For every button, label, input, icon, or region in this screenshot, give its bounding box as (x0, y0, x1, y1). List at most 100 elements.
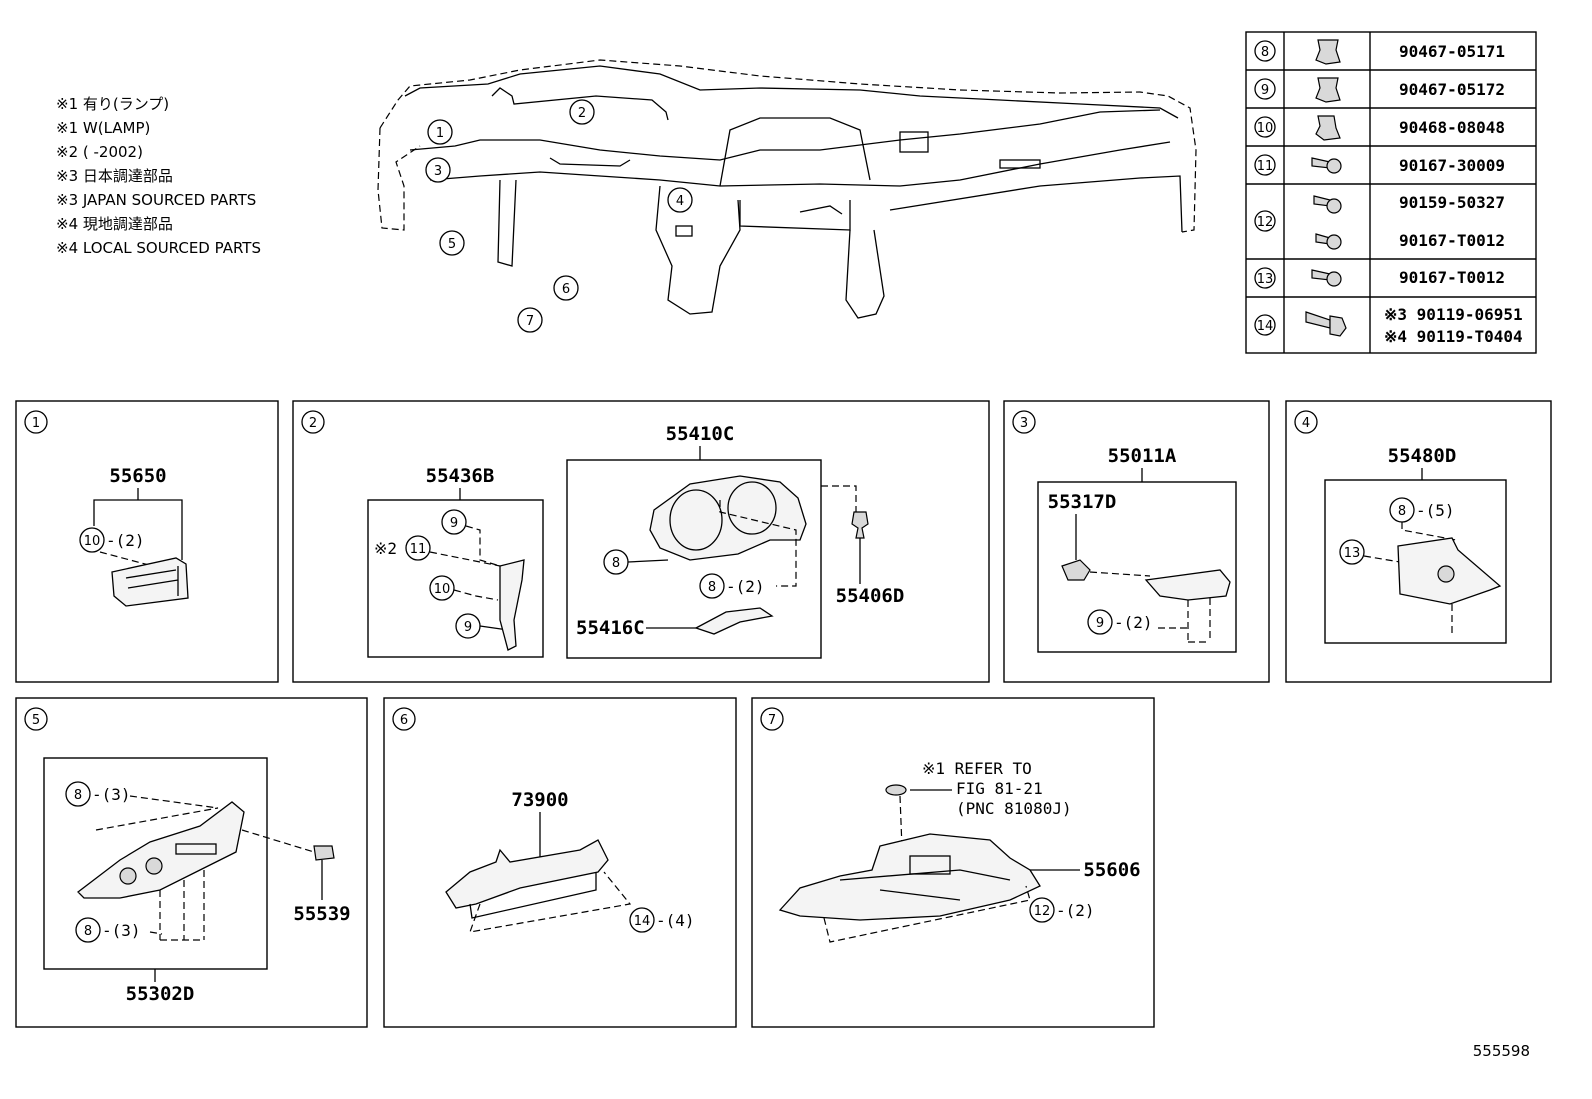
overview-callout-1[interactable]: 1 (427, 119, 453, 145)
part-number-55302D[interactable]: 55302D (126, 983, 195, 1005)
bolt-icon (1305, 311, 1347, 337)
side-vent-part[interactable] (111, 557, 189, 607)
under-cover-part[interactable] (778, 833, 1041, 921)
bracket-detail-2 (799, 205, 843, 215)
clip-55539[interactable] (313, 845, 335, 861)
table-part-number: 90468-08048 (1399, 118, 1505, 137)
callout-9[interactable]: 9 (464, 620, 472, 635)
frame-upper (409, 109, 1161, 161)
note-marker: ※2 (374, 539, 397, 558)
overview-callout-3[interactable]: 3 (425, 157, 451, 183)
part-number-55650[interactable]: 55650 (109, 465, 166, 487)
table-row[interactable]: 9 90467-05172 (1254, 77, 1505, 103)
left-leg (497, 179, 517, 267)
panel-1: 1 55650 10 -(2) (15, 400, 279, 683)
part-number-55317D[interactable]: 55317D (1048, 491, 1117, 513)
panel-number: 5 (32, 713, 40, 728)
svg-text:1: 1 (436, 126, 444, 141)
center-leg-right (845, 229, 885, 319)
callout-8[interactable]: 8 (612, 556, 620, 571)
clip-55317D[interactable] (1061, 559, 1091, 581)
overview-callout-4[interactable]: 4 (667, 187, 693, 213)
qty-label: -(4) (656, 911, 695, 930)
callout-8[interactable]: 8 (84, 924, 92, 939)
panel-number: 2 (309, 416, 317, 431)
qty-label: -(2) (1056, 901, 1095, 920)
lower-center-panel[interactable] (77, 801, 245, 899)
qty-label: -(2) (106, 531, 145, 550)
cluster-side-panel[interactable] (499, 559, 525, 651)
panel-3-border (1003, 400, 1270, 683)
callout-13[interactable]: 13 (1344, 546, 1361, 561)
overview-callout-6[interactable]: 6 (553, 275, 579, 301)
panel-number: 3 (1020, 416, 1028, 431)
screw-icon (1311, 157, 1342, 174)
bracket-detail-4 (675, 225, 693, 237)
qty-label: -(2) (1114, 613, 1153, 632)
qty-label: -(5) (1416, 501, 1455, 520)
svg-text:6: 6 (562, 282, 570, 297)
callout-10[interactable]: 10 (84, 534, 101, 549)
callout-12[interactable]: 12 (1034, 904, 1051, 919)
part-number-55606[interactable]: 55606 (1083, 859, 1140, 881)
instrument-cluster-finish-panel[interactable] (649, 475, 807, 561)
callout-11[interactable]: 11 (410, 542, 427, 557)
table-part-number: ※3 90119-06951 (1384, 305, 1523, 324)
part-number-55410C[interactable]: 55410C (666, 423, 735, 445)
clip-icon (1315, 39, 1341, 65)
clip-icon (1315, 77, 1341, 103)
svg-text:2: 2 (578, 106, 586, 121)
part-number-55480D[interactable]: 55480D (1388, 445, 1457, 467)
svg-text:7: 7 (526, 314, 534, 329)
callout-14[interactable]: 14 (634, 914, 651, 929)
cluster-hood (491, 87, 669, 121)
lamp-part[interactable] (885, 784, 907, 796)
note-3-en: ※3 JAPAN SOURCED PARTS (56, 191, 256, 209)
callout-9[interactable]: 9 (1096, 616, 1104, 631)
center-stack-frame (719, 117, 871, 187)
callout-10[interactable]: 10 (434, 582, 451, 597)
panel-4-border (1285, 400, 1552, 683)
table-row[interactable]: 13 90167-T0012 (1254, 267, 1505, 289)
table-row[interactable]: 12 90159-50327 90167-T0012 (1254, 193, 1505, 250)
overview-callout-2[interactable]: 2 (569, 99, 595, 125)
part-number-55406D[interactable]: 55406D (836, 585, 905, 607)
panel-5: 5 8 -(3) 8 -(3) 55539 55302D (15, 697, 368, 1028)
table-ref: 13 (1257, 272, 1274, 287)
table-ref: 14 (1257, 319, 1274, 334)
callout-9[interactable]: 9 (450, 516, 458, 531)
svg-text:4: 4 (676, 194, 684, 209)
panel-number: 6 (400, 713, 408, 728)
panel-7-border (751, 697, 1155, 1028)
overview-callout-7[interactable]: 7 (517, 307, 543, 333)
table-part-number: ※4 90119-T0404 (1384, 327, 1523, 346)
part-number-73900[interactable]: 73900 (511, 789, 568, 811)
table-row[interactable]: 8 90467-05171 (1254, 39, 1505, 65)
table-row[interactable]: 14 ※3 90119-06951 ※4 90119-T0404 (1254, 305, 1523, 346)
part-number-55416C[interactable]: 55416C (576, 617, 645, 639)
callout-8[interactable]: 8 (708, 580, 716, 595)
dash-outline-top (379, 59, 1197, 233)
panel-2: 2 55436B 9 ※2 11 10 9 55410C 8 (292, 400, 990, 683)
table-row[interactable]: 11 90167-30009 (1254, 154, 1505, 176)
note-4-en: ※4 LOCAL SOURCED PARTS (56, 239, 261, 257)
knee-bolster-part[interactable] (1144, 569, 1231, 601)
switch-base-part[interactable] (1397, 537, 1502, 605)
vent-slot (999, 159, 1041, 169)
part-number-55011A[interactable]: 55011A (1108, 445, 1177, 467)
qty-label: -(2) (726, 577, 765, 596)
part-number-55436B[interactable]: 55436B (426, 465, 495, 487)
part-number-55539[interactable]: 55539 (293, 903, 350, 925)
bolt-icon (1313, 195, 1342, 214)
dashboard-overview (377, 59, 1197, 319)
panel-1-border (15, 400, 279, 683)
clip-55406D[interactable] (851, 511, 869, 539)
cluster-lower-trim[interactable] (694, 607, 774, 635)
callout-8[interactable]: 8 (74, 788, 82, 803)
callout-8[interactable]: 8 (1398, 504, 1406, 519)
table-row[interactable]: 10 90468-08048 (1254, 115, 1505, 141)
center-opening (739, 200, 851, 231)
overview-callout-5[interactable]: 5 (439, 230, 465, 256)
panel-number: 7 (768, 713, 776, 728)
knee-airbag-part[interactable] (445, 839, 609, 919)
